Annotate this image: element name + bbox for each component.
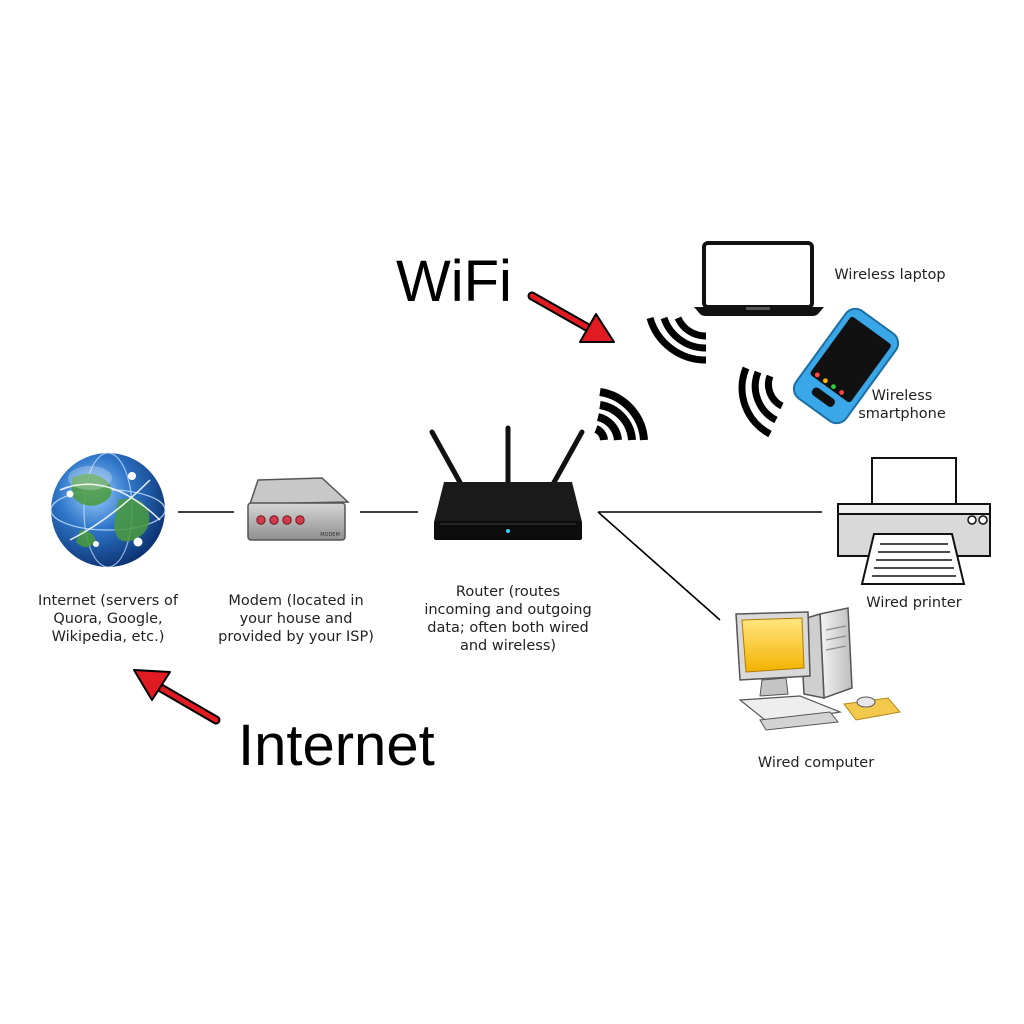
smartphone-icon <box>792 307 900 425</box>
computer-label-line: Wired computer <box>757 755 875 771</box>
router-icon <box>429 425 585 540</box>
internet-arrow <box>133 669 221 725</box>
wifi-arrow <box>527 291 615 343</box>
internet-label: Internet (servers of Quora, Google, Wiki… <box>30 592 186 646</box>
computer-label: Wired computer <box>752 754 880 772</box>
laptop-label-line: Wireless laptop <box>834 267 946 283</box>
router-label-line: and wireless) <box>459 638 557 654</box>
smartphone-label: Wireless smartphone <box>850 387 954 423</box>
router-label-line: data; often both wired <box>427 620 589 636</box>
modem-device-label: MODEM <box>320 532 340 538</box>
modem-label: Modem (located in your house and provide… <box>210 592 382 646</box>
modem-label-line: Modem (located in <box>228 593 364 609</box>
modem-icon: MODEM <box>247 477 350 541</box>
printer-label: Wired printer <box>852 594 976 612</box>
laptop-label: Wireless laptop <box>830 266 950 284</box>
internet-label-line: Quora, Google, <box>53 611 163 627</box>
smartphone-label-line: Wireless <box>871 388 933 404</box>
internet-label-line: Wikipedia, etc.) <box>51 629 165 645</box>
smartphone-wifi-signal <box>738 366 784 438</box>
wifi-heading: WiFi <box>396 249 512 314</box>
printer-label-line: Wired printer <box>866 595 962 611</box>
printer-icon <box>837 457 991 585</box>
laptop-wifi-signal <box>646 316 707 364</box>
laptop-icon <box>694 241 824 316</box>
router-wifi-signal <box>594 388 648 441</box>
arrow-icon <box>133 291 615 725</box>
wifi-signal-icon <box>594 316 784 441</box>
computer-icon <box>735 607 901 731</box>
connection-lines <box>178 511 822 621</box>
modem-label-line: your house and <box>239 611 353 627</box>
internet-heading: Internet <box>238 713 435 778</box>
smartphone-label-line: smartphone <box>858 406 946 422</box>
router-label-line: Router (routes <box>455 584 561 600</box>
globe-icon <box>50 452 166 568</box>
modem-label-line: provided by your ISP) <box>218 629 374 645</box>
router-label-line: incoming and outgoing <box>424 602 592 618</box>
router-label: Router (routes incoming and outgoing dat… <box>418 583 598 655</box>
link-router-computer <box>597 511 721 621</box>
internet-label-line: Internet (servers of <box>38 593 178 609</box>
